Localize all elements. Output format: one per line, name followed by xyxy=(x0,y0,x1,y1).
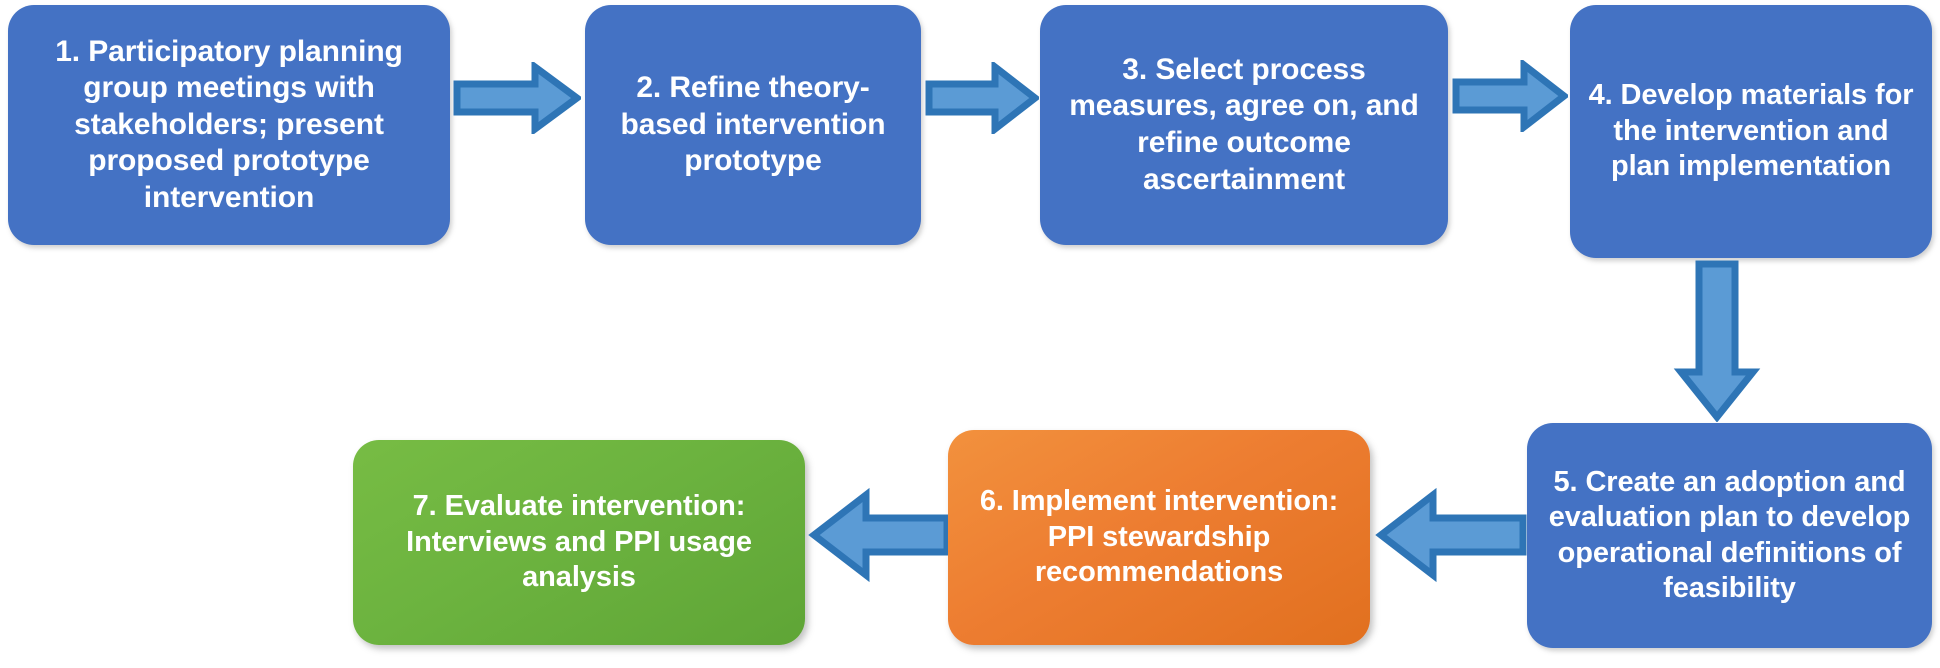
step-4-label: 4. Develop materials for the interventio… xyxy=(1588,79,1914,183)
arrow-step-1-to-step-2 xyxy=(453,62,581,134)
step-1-label: 1. Participatory planning group meetings… xyxy=(55,34,403,214)
process-box-step-6[interactable]: 6. Implement intervention: PPI stewardsh… xyxy=(948,430,1370,645)
process-box-step-5[interactable]: 5. Create an adoption and evaluation pla… xyxy=(1527,423,1932,648)
process-box-step-1[interactable]: 1. Participatory planning group meetings… xyxy=(8,5,450,245)
arrow-step-4-to-step-5 xyxy=(1662,260,1772,422)
arrow-step-3-to-step-4 xyxy=(1452,60,1568,132)
process-box-step-4[interactable]: 4. Develop materials for the interventio… xyxy=(1570,5,1932,258)
process-box-step-7[interactable]: 7. Evaluate intervention: Interviews and… xyxy=(353,440,805,645)
process-box-step-2[interactable]: 2. Refine theory-based intervention prot… xyxy=(585,5,921,245)
step-2-label: 2. Refine theory-based intervention prot… xyxy=(620,71,886,178)
step-3-label: 3. Select process measures, agree on, an… xyxy=(1069,52,1419,196)
arrow-step-2-to-step-3 xyxy=(925,62,1039,134)
step-5-label: 5. Create an adoption and evaluation pla… xyxy=(1548,465,1911,604)
step-6-label: 6. Implement intervention: PPI stewardsh… xyxy=(979,485,1339,589)
arrow-step-5-to-step-6 xyxy=(1375,487,1527,583)
process-box-step-3[interactable]: 3. Select process measures, agree on, an… xyxy=(1040,5,1448,245)
step-7-label: 7. Evaluate intervention: Interviews and… xyxy=(406,490,752,594)
arrow-step-6-to-step-7 xyxy=(808,487,951,583)
